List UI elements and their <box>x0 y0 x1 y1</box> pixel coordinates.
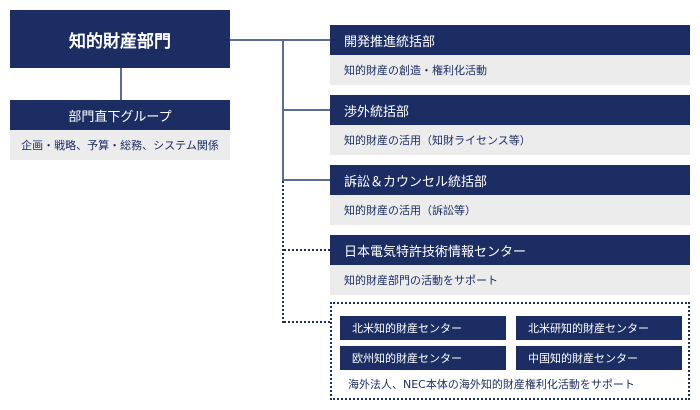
unit-desc-box-external-affairs: 知的財産の活用（知財ライセンス等） <box>330 125 690 155</box>
unit-desc-box-litigation: 知的財産の活用（訴訟等） <box>330 195 690 225</box>
overseas-center-china: 中国知的財産センター <box>516 346 682 370</box>
main-department-title: 知的財産部門 <box>69 31 171 52</box>
unit-header-patent-info-center: 日本電気特許技術情報センター <box>330 235 690 265</box>
unit-desc: 知的財産部門の活動をサポート <box>344 274 498 287</box>
unit-desc: 知的財産の活用（知財ライセンス等） <box>344 134 531 147</box>
unit-header-litigation: 訴訟＆カウンセル統括部 <box>330 165 690 195</box>
unit-title: 開発推進統括部 <box>344 34 436 50</box>
overseas-center-north-america: 北米知的財産センター <box>340 316 506 340</box>
main-department-box: 知的財産部門 <box>10 10 230 68</box>
overseas-center-europe: 欧州知的財産センター <box>340 346 506 370</box>
unit-title: 渉外統括部 <box>344 104 410 120</box>
connector-branch-1 <box>282 109 330 111</box>
connector-main-vertical <box>120 68 122 100</box>
connector-dotted-branch-2 <box>284 321 330 323</box>
unit-title: 訴訟＆カウンセル統括部 <box>344 174 488 190</box>
overseas-center-north-america-lab: 北米研知的財産センター <box>516 316 682 340</box>
unit-title: 日本電気特許技術情報センター <box>344 244 527 260</box>
connector-branch-2 <box>282 179 330 181</box>
direct-group-desc-box: 企画・戦略、予算・総務、システム関係 <box>10 130 230 160</box>
direct-group-desc: 企画・戦略、予算・総務、システム関係 <box>21 139 219 152</box>
overseas-desc: 海外法人、NEC本体の海外知的財産権利化活動をサポート <box>348 378 635 391</box>
direct-group-header: 部門直下グループ <box>10 100 230 130</box>
unit-desc-box-development: 知的財産の創造・権利化活動 <box>330 55 690 85</box>
connector-dotted-trunk <box>282 181 284 323</box>
connector-main-horizontal <box>230 39 330 41</box>
overseas-centers-group: 北米知的財産センター 北米研知的財産センター 欧州知的財産センター 中国知的財産… <box>330 302 690 400</box>
direct-group-title: 部門直下グループ <box>68 109 172 125</box>
unit-header-external-affairs: 渉外統括部 <box>330 95 690 125</box>
unit-desc: 知的財産の創造・権利化活動 <box>344 64 487 77</box>
unit-desc: 知的財産の活用（訴訟等） <box>344 204 476 217</box>
connector-dotted-branch-1 <box>284 249 330 251</box>
unit-desc-box-patent-info-center: 知的財産部門の活動をサポート <box>330 265 690 295</box>
unit-header-development: 開発推進統括部 <box>330 25 690 55</box>
